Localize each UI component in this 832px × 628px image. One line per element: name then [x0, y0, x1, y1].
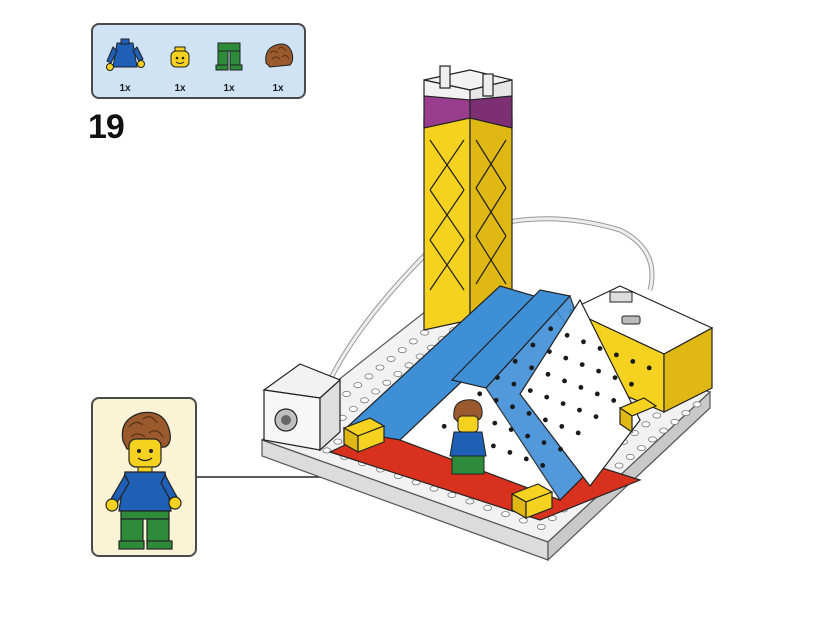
tent-hole [530, 342, 536, 348]
tent-hole [630, 359, 636, 364]
tent-hole [441, 423, 447, 429]
part-quantity: 1x [119, 83, 131, 94]
step-number: 19 [88, 108, 125, 146]
tent-hole [491, 443, 496, 449]
plate-stud [692, 401, 702, 408]
plate-stud [641, 421, 651, 428]
tent-hole [563, 355, 569, 361]
tent-hole [523, 456, 529, 462]
tent-hole [511, 381, 517, 387]
plate-stud [465, 498, 475, 505]
plate-stud [670, 418, 680, 425]
tent-hole [495, 375, 500, 380]
plate-stud [371, 388, 381, 395]
plate-stud [652, 412, 662, 419]
part-quantity: 1x [223, 83, 235, 94]
yellow-tower [423, 65, 513, 331]
plate-stud [353, 382, 363, 389]
tent-hole [529, 365, 534, 371]
tent-hole [562, 378, 567, 384]
plate-stud [397, 347, 407, 354]
tent-hole [594, 391, 600, 397]
tent-hole [629, 381, 634, 387]
minifig-callout [91, 397, 197, 557]
tent-hole [597, 346, 603, 351]
part-minifig-legs: 1x [207, 31, 251, 95]
tent-hole [541, 440, 547, 445]
tent-hole [527, 388, 533, 393]
tent-hole [510, 404, 515, 410]
hair-icon [265, 43, 294, 68]
plate-stud [501, 511, 510, 518]
part-minifig-head: 1x [158, 31, 202, 95]
yellow-peg-blocks [342, 397, 658, 520]
plate-stud [420, 329, 429, 336]
tent-hole [560, 401, 566, 406]
torso-icon [106, 38, 145, 71]
tent-hole [540, 463, 546, 468]
plate-stud [404, 362, 414, 369]
tent-hole [593, 414, 599, 420]
plate-stud [659, 427, 668, 434]
tent-hole [508, 427, 514, 432]
plate-stud [483, 504, 493, 511]
plate-stud [637, 445, 646, 452]
plate-stud [536, 523, 546, 530]
tent-hole [545, 371, 551, 377]
tent-hole [548, 326, 554, 332]
plate-stud [625, 453, 635, 460]
tent-hole [493, 397, 499, 403]
sensor-block [262, 363, 342, 452]
plate-stud [333, 438, 343, 445]
plate-stud [408, 338, 418, 345]
tent-hole [543, 417, 548, 423]
tent-hole [507, 450, 513, 455]
tent-hole [559, 424, 565, 429]
plate-stud [393, 370, 403, 377]
tent-hole [544, 394, 550, 400]
part-minifig-torso: 1x [103, 31, 147, 95]
tent-hole [596, 368, 601, 374]
part-minifig-hair: 1x [256, 31, 300, 95]
tent-hole [575, 430, 581, 436]
plate-stud [360, 397, 369, 404]
tent-hole [579, 362, 585, 367]
head-icon [170, 46, 190, 68]
tent-hole [547, 349, 552, 354]
legs-icon [215, 42, 243, 71]
tent-hole [611, 398, 617, 403]
tent-hole [558, 446, 563, 452]
tent-hole [646, 365, 652, 371]
plate-stud [614, 462, 624, 469]
plate-stud [382, 379, 392, 386]
plate-stud [681, 410, 691, 417]
part-quantity: 1x [272, 83, 284, 94]
tent-hole [614, 352, 619, 358]
plate-stud [447, 491, 457, 498]
plate-stud [386, 355, 396, 362]
tent-hole [512, 358, 518, 364]
plate-stud [519, 517, 528, 524]
part-quantity: 1x [174, 83, 186, 94]
plate-stud [342, 390, 352, 397]
tent-hole [564, 332, 570, 338]
plate-stud [348, 405, 358, 412]
minifigure-icon [105, 411, 182, 550]
tent-hole [581, 339, 586, 345]
plate-stud [375, 364, 385, 371]
tent-hole [477, 391, 483, 397]
plate-stud [322, 447, 332, 454]
tent-hole [526, 411, 532, 416]
tent-hole [612, 375, 618, 380]
tent-hole [578, 385, 584, 390]
minifigure-in-tent [449, 399, 487, 475]
tent-hole [525, 433, 530, 439]
tent-hole [577, 407, 582, 413]
plate-stud [648, 436, 657, 443]
parts-list-panel: 1x 1x 1x 1x [91, 23, 306, 99]
plate-stud [364, 373, 374, 380]
tent-hole [492, 420, 498, 426]
